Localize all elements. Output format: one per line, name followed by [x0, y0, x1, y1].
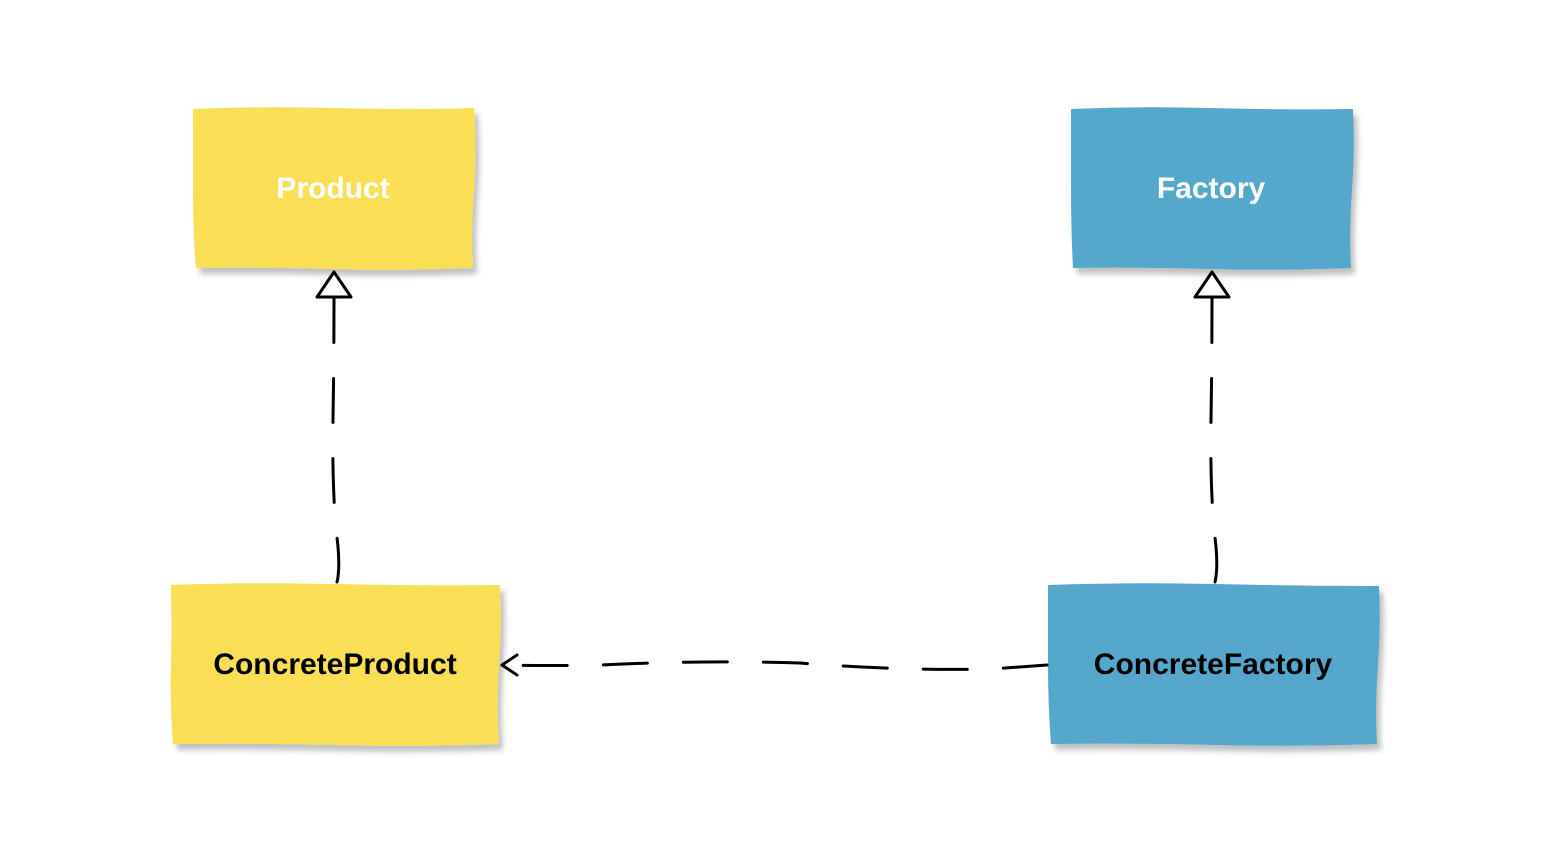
product-box[interactable]: [193, 107, 476, 270]
realization-line-factory: [1209, 296, 1219, 584]
hollow-triangle-arrowhead-factory: [1193, 270, 1231, 299]
concrete-factory-box[interactable]: [1048, 583, 1380, 746]
factory-box[interactable]: [1071, 107, 1354, 270]
hollow-triangle-arrowhead-product: [315, 270, 353, 299]
concrete-product-box[interactable]: [170, 583, 501, 746]
dependency-line: [501, 660, 1049, 671]
realization-line-product: [331, 296, 341, 584]
open-arrowhead-dependency: [500, 653, 519, 677]
